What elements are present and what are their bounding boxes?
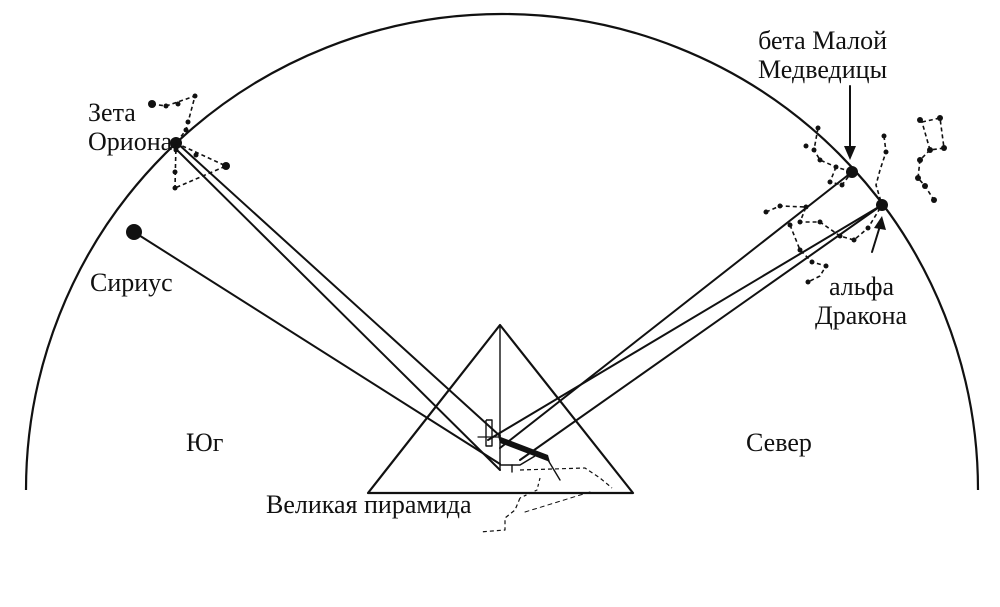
draco-star-9 (851, 237, 857, 243)
draco-star-5 (803, 204, 809, 210)
right-asterism-box (921, 117, 945, 151)
alpha-draconis-label-line-2: Дракона (815, 301, 908, 330)
right-asterism-star-2 (937, 115, 943, 121)
alpha-draconis-label-line-1: альфа (829, 272, 894, 301)
orion-star-6 (183, 127, 189, 133)
great-pyramid-label: Великая пирамида (266, 490, 472, 519)
well-shaft (519, 477, 541, 499)
zeta-orionis-label-line-1: Зета (88, 98, 136, 127)
draco-star-15 (805, 279, 811, 285)
descending-passage (519, 467, 613, 489)
shaft-line-zeta-orionis-lower (176, 149, 501, 471)
ursa-minor-star-1 (815, 125, 821, 131)
orion-star-1 (148, 100, 156, 108)
draco-tail-outline (789, 224, 827, 283)
right-asterism-star-8 (931, 197, 937, 203)
ursa-minor-outline-b (829, 166, 853, 186)
draco-star-7 (817, 219, 823, 225)
orion-star-2 (163, 103, 169, 109)
base-dashed-guide (524, 491, 591, 513)
subterranean-passage (479, 497, 521, 533)
draco-star-12 (797, 247, 803, 253)
shaft-line-beta-ursae-minoris-upper (499, 171, 853, 449)
sky-dome-arc (24, 12, 980, 491)
ursa-minor-star-2 (811, 147, 817, 153)
orion-star-7 (173, 147, 179, 153)
great-pyramid-outline (366, 323, 635, 495)
north-label: Север (746, 428, 812, 457)
orion-star-10 (193, 152, 199, 158)
draco-star-4 (777, 203, 783, 209)
beta-ursae-minoris-label-line-1: бета Малой (758, 26, 887, 55)
ursa-minor-star-3 (817, 157, 823, 163)
shaft-line-beta-ursae-minoris-lower (519, 204, 883, 461)
orion-star-3 (175, 101, 181, 107)
right-asterism-star-5 (917, 157, 923, 163)
shaft-line-zeta-orionis-upper (175, 141, 501, 437)
sirius-star (126, 224, 142, 240)
draco-star-14 (823, 263, 829, 269)
south-label: Юг (186, 428, 224, 457)
zeta-orionis-label: Зета Ориона (88, 98, 172, 156)
grand-gallery (498, 436, 550, 462)
ursa-minor-star-7 (803, 143, 809, 149)
draco-star-2 (883, 149, 889, 155)
right-asterism-star-1 (917, 117, 923, 123)
right-asterism-star-6 (915, 175, 921, 181)
shaft-line-sirius (133, 231, 501, 465)
orion-outline-belt (174, 142, 227, 189)
orion-star-8 (172, 169, 178, 175)
orion-star-9 (172, 185, 178, 191)
draco-star-1 (881, 133, 887, 139)
right-asterism-star-4 (927, 147, 933, 153)
ursa-minor-star-4 (833, 164, 839, 170)
draco-star-13 (809, 259, 815, 265)
right-asterism-star-7 (922, 183, 928, 189)
alpha-label-arrow-shaft (871, 225, 881, 253)
beta-ursae-minoris-label: бета Малой Медведицы (758, 26, 887, 84)
sirius-label: Сириус (90, 268, 173, 297)
draco-star-3 (763, 209, 769, 215)
orion-star-4 (192, 93, 198, 99)
alpha-label-arrow-head (874, 216, 886, 230)
ursa-minor-star-5 (827, 179, 833, 185)
beta-label-arrow-head (844, 146, 856, 160)
right-asterism-tail (917, 149, 935, 201)
draco-head-outline (875, 135, 887, 206)
ursa-minor-outline-a (813, 127, 853, 173)
zeta-orionis-label-line-2: Ориона (88, 127, 173, 156)
draco-star-8 (837, 233, 843, 239)
alpha-draconis-label: альфа Дракона (815, 272, 907, 330)
orion-star-11 (222, 162, 230, 170)
queens-chamber-passage (500, 455, 536, 466)
draco-star-10 (865, 225, 871, 231)
shaft-line-alpha-draconis (487, 204, 883, 441)
draco-star-6 (797, 219, 803, 225)
beta-ursae-minoris-label-line-2: Медведицы (758, 55, 888, 84)
draco-star-11 (787, 222, 793, 228)
right-asterism-star-3 (941, 145, 947, 151)
ascending-passage (547, 459, 561, 481)
ursa-minor-star-6 (839, 182, 845, 188)
orion-star-5 (185, 119, 191, 125)
draco-body-outline (765, 204, 883, 241)
